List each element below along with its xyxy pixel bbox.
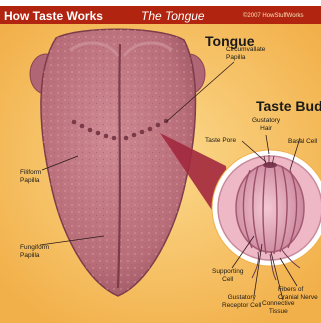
label-basal-cell: Basal Cell: [288, 138, 317, 146]
label-filiform-papilla: Filiform Papilla: [20, 169, 41, 185]
label-connective-tissue: Connective Tissue: [262, 300, 295, 316]
label-gustatory-receptor-cell: Gustatory Receptor Cell: [222, 294, 261, 310]
label-fibers-cranial-nerve: Fibers of Cranial Nerve: [278, 286, 318, 302]
taste-bud-title: Taste Bud: [256, 98, 321, 114]
label-supporting-cell: Supporting Cell: [212, 268, 243, 284]
header-title: How Taste Works: [4, 9, 103, 23]
label-fungiform-papilla: Fungiform Papilla: [20, 244, 49, 260]
header-subtitle: The Tongue: [141, 9, 205, 23]
label-taste-pore: Taste Pore: [205, 137, 236, 145]
label-gustatory-hair: Gustatory Hair: [252, 117, 280, 133]
copyright-notice: ©2007 HowStuffWorks: [243, 13, 304, 19]
label-circumvallate-papilla: Circumvallate Papilla: [226, 46, 265, 62]
